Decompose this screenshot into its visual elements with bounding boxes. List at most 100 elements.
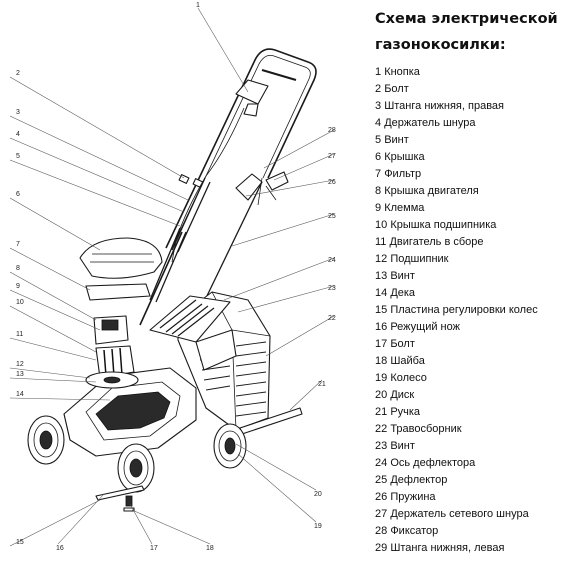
legend-item-label: Винт [384, 134, 409, 146]
callout-2: 2 [16, 70, 20, 77]
legend-item-label: Кнопка [384, 66, 420, 78]
callout-1: 1 [196, 2, 200, 9]
legend-item-label: Держатель шнура [384, 117, 476, 129]
legend-item-label: Крышка подшипника [390, 219, 497, 231]
callout-10: 10 [16, 299, 24, 306]
legend-item-number: 5 [375, 134, 382, 146]
legend-item: 10 Крышка подшипника [375, 217, 562, 234]
callout-12: 12 [16, 361, 24, 368]
legend-item: 19 Колесо [375, 370, 562, 387]
legend-item-number: 4 [375, 117, 382, 129]
callout-9: 9 [16, 283, 20, 290]
legend-item-label: Штанга нижняя, левая [390, 542, 505, 554]
legend-item: 20 Диск [375, 387, 562, 404]
legend-item: 23 Винт [375, 438, 562, 455]
legend-item-number: 29 [375, 542, 388, 554]
legend-item: 1 Кнопка [375, 64, 562, 81]
callout-27: 27 [328, 153, 336, 160]
legend-item-label: Колесо [390, 372, 427, 384]
legend-item-number: 16 [375, 321, 388, 333]
legend-item: 2 Болт [375, 81, 562, 98]
legend-item-label: Дефлектор [390, 474, 448, 486]
wheel-front-left [27, 415, 65, 465]
legend-item-number: 27 [375, 508, 388, 520]
callout-15: 15 [16, 539, 24, 546]
legend-title-line1: Схема электрической [375, 11, 558, 27]
legend-item-label: Держатель сетевого шнура [390, 508, 529, 520]
legend-item-number: 23 [375, 440, 388, 452]
legend-item: 13 Винт [375, 268, 562, 285]
legend-item-label: Ось дефлектора [390, 457, 476, 469]
legend-item: 29 Штанга нижняя, левая [375, 540, 562, 557]
legend-item-label: Штанга нижняя, правая [384, 100, 504, 112]
legend-item-number: 9 [375, 202, 382, 214]
callout-13: 13 [16, 371, 24, 378]
legend-item-number: 15 [375, 304, 388, 316]
legend-item-label: Клемма [384, 202, 425, 214]
legend-item-label: Травосборник [390, 423, 462, 435]
legend-item: 6 Крышка [375, 149, 562, 166]
legend-item-number: 6 [375, 151, 382, 163]
wheel-rear-right [213, 423, 247, 469]
deflector [195, 329, 237, 371]
legend-item-number: 28 [375, 525, 388, 537]
diagram-svg: 1 2 3 4 5 6 7 8 9 10 11 12 13 14 15 16 1… [9, 2, 336, 552]
legend-item: 27 Держатель сетевого шнура [375, 506, 562, 523]
legend-item: 26 Пружина [375, 489, 562, 506]
callout-19: 19 [314, 523, 322, 530]
legend-item-label: Подшипник [390, 253, 449, 265]
legend-item-label: Пластина регулировки колес [390, 304, 538, 316]
leader-lines [9, 7, 335, 547]
legend-item-label: Дека [390, 287, 416, 299]
legend-item-label: Фильтр [384, 168, 422, 180]
wheel-front-right [117, 443, 155, 493]
legend-title: Схема электрической газонокосилки: [375, 6, 562, 58]
legend-item-number: 19 [375, 372, 388, 384]
legend-item-label: Шайба [390, 355, 425, 367]
legend-item: 18 Шайба [375, 353, 562, 370]
legend-item-number: 7 [375, 168, 382, 180]
callout-20: 20 [314, 491, 322, 498]
legend-item-number: 11 [375, 236, 387, 248]
legend-item-number: 24 [375, 457, 388, 469]
callout-24: 24 [328, 257, 336, 264]
legend-item-number: 20 [375, 389, 388, 401]
legend-item-number: 1 [375, 66, 382, 78]
legend-item: 28 Фиксатор [375, 523, 562, 540]
legend-item-label: Крышка [384, 151, 425, 163]
legend-item-label: Фиксатор [390, 525, 439, 537]
legend-item: 17 Болт [375, 336, 562, 353]
legend-item: 11 Двигатель в сборе [375, 234, 562, 251]
callout-11: 11 [16, 331, 23, 338]
callout-22: 22 [328, 315, 336, 322]
callout-18: 18 [206, 545, 214, 552]
legend-item-number: 13 [375, 270, 388, 282]
legend-item: 7 Фильтр [375, 166, 562, 183]
legend-item-label: Двигатель в сборе [389, 236, 484, 248]
legend-item: 3 Штанга нижняя, правая [375, 98, 562, 115]
exploded-diagram: 1 2 3 4 5 6 7 8 9 10 11 12 13 14 15 16 1… [9, 2, 336, 552]
legend-item-label: Болт [384, 83, 409, 95]
legend-item-number: 2 [375, 83, 382, 95]
legend-item-label: Режущий нож [390, 321, 460, 333]
callout-7: 7 [16, 241, 20, 248]
legend-item-number: 18 [375, 355, 388, 367]
callout-labels: 1 2 3 4 5 6 7 8 9 10 11 12 13 14 15 16 1… [16, 2, 336, 552]
legend-item: 12 Подшипник [375, 251, 562, 268]
legend-item: 24 Ось дефлектора [375, 455, 562, 472]
legend-item-label: Болт [390, 338, 415, 350]
callout-17: 17 [150, 545, 158, 552]
legend-item-number: 25 [375, 474, 388, 486]
callout-6: 6 [16, 191, 20, 198]
legend-item: 9 Клемма [375, 200, 562, 217]
legend-item-label: Винт [390, 270, 415, 282]
legend-item: 15 Пластина регулировки колес [375, 302, 562, 319]
callout-5: 5 [16, 153, 20, 160]
callout-21: 21 [318, 381, 326, 388]
blade-and-bolt [95, 485, 145, 512]
legend-item: 16 Режущий нож [375, 319, 562, 336]
deck [63, 367, 197, 457]
parts-legend: Схема электрической газонокосилки: 1 Кно… [372, 6, 562, 557]
legend-item-label: Винт [390, 440, 415, 452]
